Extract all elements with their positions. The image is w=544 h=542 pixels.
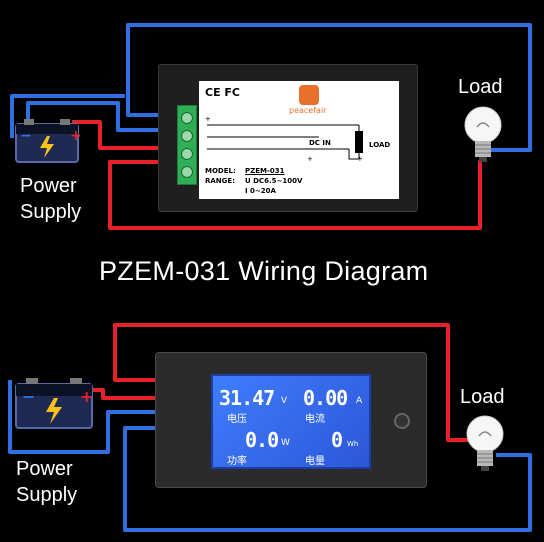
top-meter-back-view: CE FC peacefair + DC IN LOAD + − + MODEL…	[158, 64, 418, 212]
sticker-minus: −	[357, 131, 363, 139]
voltage-readout: 31.47	[219, 386, 275, 410]
product-sticker: CE FC peacefair + DC IN LOAD + − + MODEL…	[199, 81, 399, 199]
bottom-meter-front-view: 31.47 V 电压 0.00 A 电流 0.0 W 功率 0 Wh 电量	[155, 352, 427, 488]
top-power-supply-label: Power Supply	[20, 175, 82, 223]
bottom-load-label: Load	[460, 386, 505, 408]
top-load-negative-wire	[126, 23, 532, 152]
svg-text:+: +	[80, 387, 93, 406]
current-caption: 电流	[305, 414, 325, 425]
sticker-plus-1: +	[205, 115, 211, 123]
brand-name: peacefair	[289, 106, 327, 115]
top-battery-icon: + −	[14, 118, 82, 164]
top-blue-wire-2	[10, 94, 125, 138]
voltage-unit: V	[281, 396, 288, 406]
lcd-display: 31.47 V 电压 0.00 A 电流 0.0 W 功率 0 Wh 电量	[211, 374, 371, 469]
bottom-light-bulb-icon	[462, 412, 508, 474]
svg-text:−: −	[22, 387, 35, 406]
sticker-range-current: I 0~20A	[245, 187, 276, 195]
power-unit: W	[281, 438, 290, 448]
energy-readout: 0	[331, 428, 343, 452]
bottom-battery-icon: + −	[14, 376, 94, 432]
current-unit: A	[356, 396, 363, 406]
bottom-load-positive-wire	[113, 323, 472, 442]
sticker-load: LOAD	[369, 141, 391, 149]
sticker-dc-in: DC IN	[309, 139, 331, 147]
top-load-label: Load	[458, 76, 503, 98]
power-caption: 功率	[227, 456, 247, 467]
bottom-load-negative-wire	[123, 426, 532, 532]
energy-unit: Wh	[347, 440, 359, 448]
cert-marks: CE FC	[205, 86, 241, 99]
top-battery-negative-wire	[26, 101, 186, 132]
svg-text:+: +	[70, 128, 80, 144]
sticker-model-value: PZEM-031	[245, 167, 285, 175]
top-light-bulb-icon	[460, 103, 506, 165]
energy-caption: 电量	[305, 456, 325, 467]
sticker-schematic	[207, 124, 363, 160]
current-readout: 0.00	[303, 386, 348, 410]
power-readout: 0.0	[245, 428, 279, 452]
sticker-plus-3: +	[357, 155, 363, 163]
voltage-caption: 电压	[227, 414, 247, 425]
peacefair-logo-icon	[299, 85, 319, 105]
bottom-battery-positive-wire	[90, 388, 155, 400]
bottom-power-supply-label: Power Supply	[16, 458, 78, 506]
svg-text:−: −	[20, 128, 32, 144]
sticker-model-key: MODEL:	[205, 167, 236, 175]
reset-button[interactable]	[394, 413, 410, 429]
top-load-positive-wire	[108, 160, 482, 230]
sticker-plus-2: +	[307, 155, 313, 163]
sticker-range-key: RANGE:	[205, 177, 235, 185]
top-battery-positive-wire	[72, 120, 186, 150]
bottom-battery-negative-wire	[8, 380, 155, 454]
terminal-block	[177, 105, 197, 185]
diagram-title: PZEM-031 Wiring Diagram	[99, 256, 429, 286]
sticker-range-voltage: U DC6.5~100V	[245, 177, 303, 185]
